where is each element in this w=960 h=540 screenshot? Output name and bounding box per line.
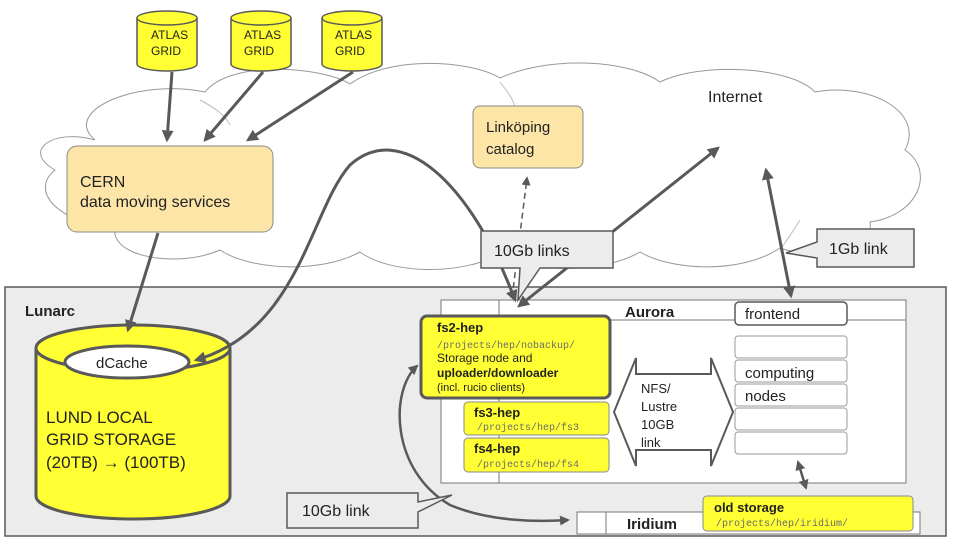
old-storage-title: old storage bbox=[714, 500, 784, 515]
atlas-grid-1-line1: ATLAS bbox=[151, 28, 188, 42]
linkoping-catalog-box: Linköping catalog bbox=[472, 105, 584, 169]
atlas-grid-3-line1: ATLAS bbox=[335, 28, 372, 42]
connection-arrows bbox=[125, 70, 809, 526]
fs2-line1: Storage node and bbox=[437, 351, 532, 365]
cern-box: CERN data moving services bbox=[66, 145, 274, 233]
nfs-line2: Lustre bbox=[641, 399, 677, 414]
callout-10gb-links: 10Gb links bbox=[480, 230, 614, 303]
dcache-label: dCache bbox=[96, 355, 148, 372]
storage-line3: (20TB) → (100TB) bbox=[46, 453, 186, 472]
frontend-label: frontend bbox=[745, 306, 800, 323]
lunarc-label: Lunarc bbox=[25, 303, 75, 320]
fs4-hep-box: fs4-hep /projects/hep/fs4 bbox=[463, 437, 610, 473]
fs3-title: fs3-hep bbox=[474, 405, 520, 420]
callout-1gb-link: 1Gb link bbox=[785, 228, 915, 268]
aurora-label: Aurora bbox=[625, 304, 675, 321]
arrow-fs2-internet bbox=[517, 146, 720, 308]
linkoping-line2: catalog bbox=[486, 141, 534, 158]
cern-line2: data moving services bbox=[80, 194, 230, 211]
old-storage-box: old storage /projects/hep/iridium/ bbox=[702, 495, 914, 532]
arrow-nodes-oldstorage bbox=[795, 460, 809, 490]
iridium-label: Iridium bbox=[627, 516, 677, 533]
atlas-grid-2: ATLAS GRID bbox=[230, 10, 292, 72]
storage-line1: LUND LOCAL bbox=[46, 408, 153, 427]
frontend-box: frontend bbox=[734, 301, 848, 326]
fs2-hep-box: fs2-hep /projects/hep/nobackup/ Storage … bbox=[419, 314, 612, 400]
dcache-disk bbox=[63, 344, 191, 380]
fs3-path: /projects/hep/fs3 bbox=[477, 422, 579, 434]
arrow-grid2-cern bbox=[203, 71, 265, 142]
computing-line2: nodes bbox=[745, 388, 786, 405]
storage-line2: GRID STORAGE bbox=[46, 430, 176, 449]
nfs-line1: NFS/ bbox=[641, 381, 671, 396]
atlas-grid-1-line2: GRID bbox=[151, 44, 181, 58]
arrow-cern-dcache bbox=[125, 232, 160, 333]
fs4-path: /projects/hep/fs4 bbox=[477, 459, 579, 471]
arrow-internet-frontend bbox=[761, 167, 796, 299]
atlas-grid-1: ATLAS GRID bbox=[136, 10, 198, 72]
arrow-grid1-cern bbox=[161, 71, 174, 143]
fs2-line2: uploader/downloader bbox=[437, 366, 559, 380]
old-storage-path: /projects/hep/iridium/ bbox=[716, 518, 848, 530]
cern-line1: CERN bbox=[80, 174, 125, 191]
atlas-grid-2-line2: GRID bbox=[244, 44, 274, 58]
fs3-hep-box: fs3-hep /projects/hep/fs3 bbox=[463, 401, 610, 436]
nfs-line4: link bbox=[641, 435, 661, 450]
fs2-line3: (incl. rucio clients) bbox=[437, 382, 525, 394]
computing-line1: computing bbox=[745, 365, 814, 382]
arrow-grid3-cern bbox=[245, 70, 354, 142]
fs4-title: fs4-hep bbox=[474, 441, 520, 456]
atlas-grid-3: ATLAS GRID bbox=[321, 10, 383, 72]
internet-label: Internet bbox=[708, 89, 763, 106]
computing-nodes: computing nodes bbox=[734, 335, 848, 455]
atlas-grid-2-line1: ATLAS bbox=[244, 28, 281, 42]
arrow-dcache-fs2 bbox=[193, 148, 518, 364]
fs2-title: fs2-hep bbox=[437, 320, 483, 335]
arrow-fs2-iridium bbox=[398, 364, 570, 526]
nfs-lustre-arrow: NFS/ Lustre 10GB link bbox=[612, 357, 735, 467]
atlas-grid-3-line2: GRID bbox=[335, 44, 365, 58]
callout-10gb-link-text: 10Gb link bbox=[302, 503, 371, 520]
callout-10gb-links-text: 10Gb links bbox=[494, 243, 570, 260]
callout-1gb-link-text: 1Gb link bbox=[829, 241, 889, 258]
linkoping-line1: Linköping bbox=[486, 119, 550, 136]
nfs-line3: 10GB bbox=[641, 417, 674, 432]
lund-grid-storage: dCache LUND LOCAL GRID STORAGE (20TB) → … bbox=[34, 323, 232, 521]
callout-10gb-link: 10Gb link bbox=[286, 492, 453, 529]
